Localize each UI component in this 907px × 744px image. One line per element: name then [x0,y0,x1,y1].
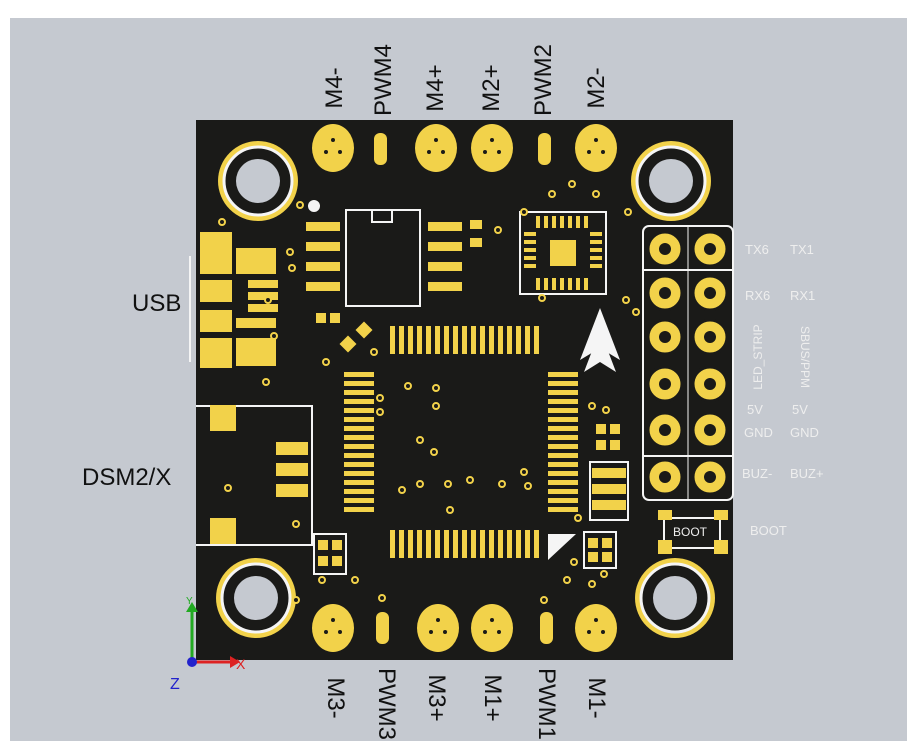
label-pwm2: PWM2 [530,44,557,116]
usb-pads [200,232,278,368]
label-tx1: TX1 [790,242,814,257]
mcu-pins-right [548,372,578,512]
mcu-pins-bottom [390,530,539,558]
mcu-pins-top [390,326,539,354]
mounting-hole-tl [218,141,298,221]
pad-m1-minus [575,604,617,652]
mounting-hole-br [635,558,715,638]
boot-button [658,510,728,554]
pad-m3-minus [312,604,354,652]
label-boot-side: BOOT [750,523,787,538]
pin1-marker [548,534,576,560]
label-m3-plus: M3+ [423,674,450,722]
pad-m4-minus [312,124,354,172]
label-m4-plus: M4+ [422,64,449,112]
label-m2-minus: M2- [583,67,610,109]
label-pwm3: PWM3 [373,668,400,740]
label-m2-plus: M2+ [478,64,505,112]
label-m3-minus: M3- [322,677,349,719]
label-buz-minus: BUZ- [742,466,773,481]
label-5v-2: 5V [792,402,808,417]
mcu-pins-left [344,372,374,512]
regulator-block [306,209,482,307]
mounting-hole-bl [216,558,296,638]
label-gnd-1: GND [744,425,773,440]
axis-y-label: Y [186,596,193,607]
dsm-connector [196,405,313,546]
direction-arrow-icon [580,308,620,372]
label-rx1: RX1 [790,288,816,303]
axis-gizmo-icon [186,602,240,668]
pad-m4-plus [415,124,457,172]
label-dsm: DSM2/X [82,464,172,491]
pad-m2-minus [575,124,617,172]
pad-m3-plus [417,604,459,652]
label-pwm4: PWM4 [370,44,397,116]
label-m1-plus: M1+ [479,674,506,722]
pad-pwm2 [538,133,551,165]
vias [218,180,640,604]
label-sbus-ppm: SBUS/PPM [798,325,812,388]
label-pwm1: PWM1 [533,668,560,740]
fiducial [308,200,320,212]
mounting-hole-tr [631,141,711,221]
gyro-ic [519,211,607,295]
label-5v-1: 5V [747,402,763,417]
pin-header [642,225,734,501]
axis-z-label: Z [170,676,180,693]
label-tx6: TX6 [745,242,769,257]
small-components [316,313,626,566]
pad-pwm4 [374,133,387,165]
label-boot-board: BOOT [673,525,708,539]
label-usb: USB [132,290,182,317]
pad-m2-plus [471,124,513,172]
label-m4-minus: M4- [321,67,348,109]
pad-pwm1 [540,612,553,644]
label-rx6: RX6 [745,288,771,303]
pad-pwm3 [376,612,389,644]
pad-m1-plus [471,604,513,652]
label-buz-plus: BUZ+ [790,466,824,481]
label-led-strip: LED_STRIP [751,324,765,390]
label-m1-minus: M1- [583,677,610,719]
axis-x-label: X [236,656,246,672]
label-gnd-2: GND [790,425,819,440]
